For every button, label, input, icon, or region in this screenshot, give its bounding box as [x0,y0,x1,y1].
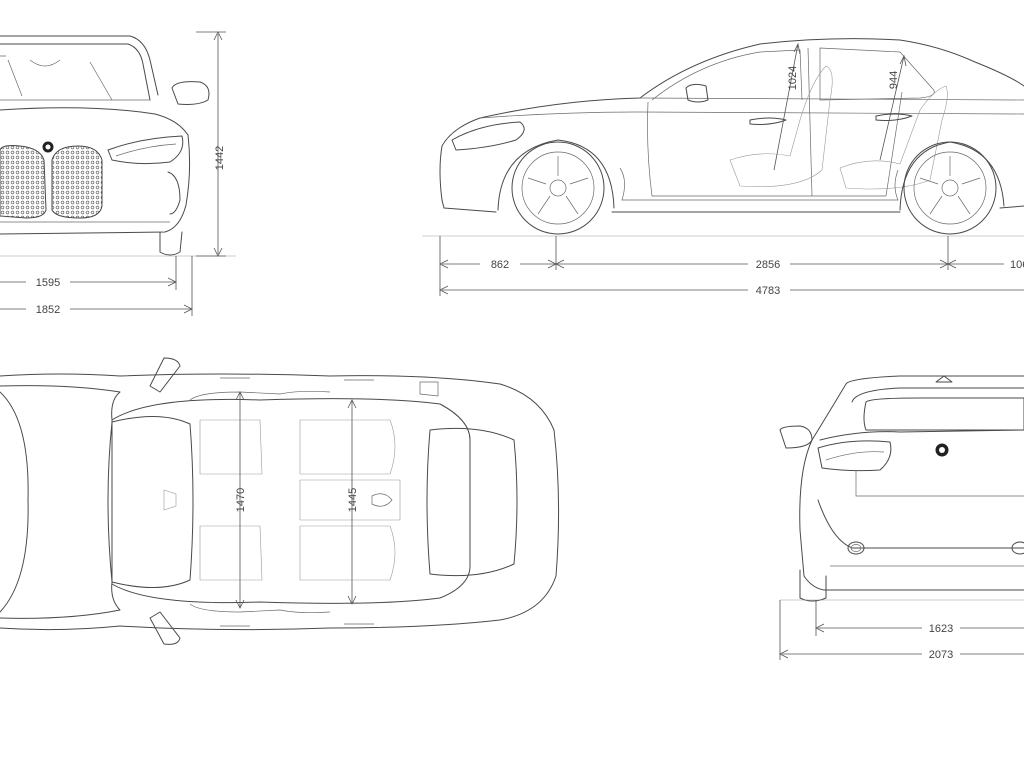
front-track-label: 1595 [36,277,60,289]
front-overhang-label: 862 [491,259,509,271]
front-overall-width-label: 1852 [36,304,60,316]
rear-overhang-label: 106 [1010,259,1024,271]
front-height-label: 1442 [214,146,226,170]
overall-length-label: 4783 [756,285,780,297]
rear-track-label: 1623 [929,623,953,635]
kidney-grille-right [51,145,103,219]
front-headroom-label: 1024 [787,66,799,90]
side-view: 1024 944 862 2856 106 4783 [422,38,1024,297]
rear-width-mirrors-label: 2073 [929,649,953,661]
top-view: 1470 1445 [0,357,560,645]
front-shoulder-label: 1470 [235,488,247,512]
kidney-grille-left [0,145,47,219]
rear-shoulder-label: 1445 [347,488,359,512]
front-view: 1442 1595 1852 [0,31,236,316]
rear-headroom-label: 944 [888,71,900,89]
wheelbase-label: 2856 [756,259,780,271]
rear-view: 1623 2073 [779,375,1024,661]
